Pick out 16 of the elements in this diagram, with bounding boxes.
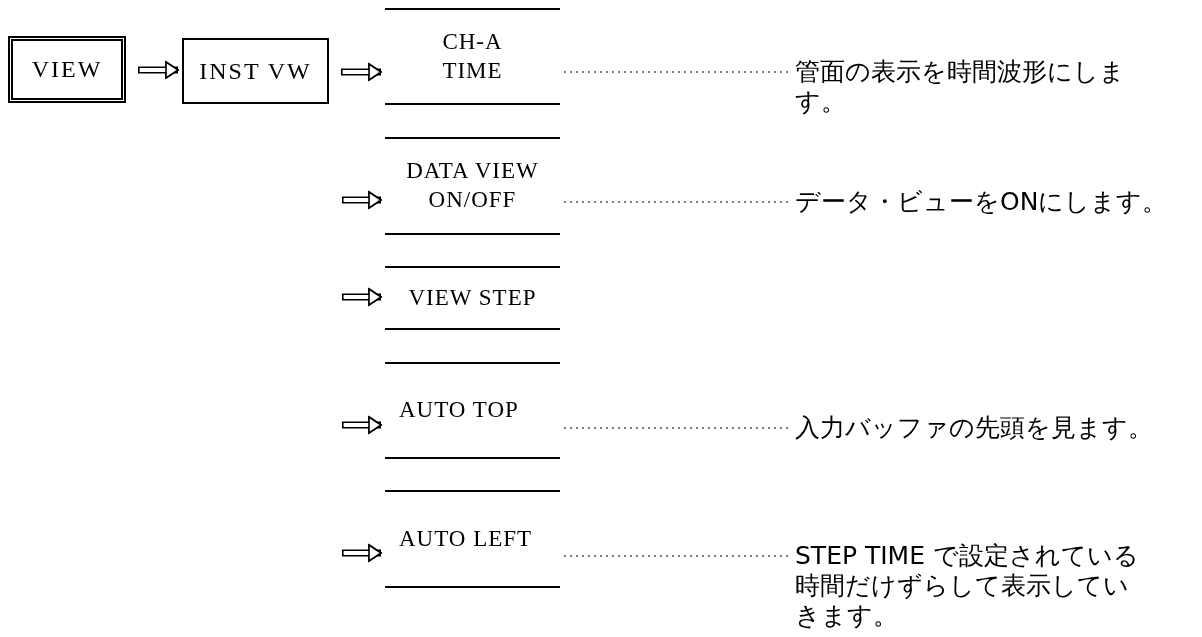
softkey-band [385,8,560,105]
description-text: 管面の表示を時間波形にします。 [795,57,1126,117]
softkey-band [385,490,560,588]
description-text: データ・ビューをONにします。 [795,187,1169,217]
softkey-band [385,266,560,330]
description-text: 入力バッファの先頭を見ます。 [795,413,1154,443]
key-box: INST VW [182,38,329,104]
softkey-label: AUTO TOP [399,396,519,425]
key-box: VIEW [8,36,126,103]
description-text: STEP TIME で設定されている時間だけずらして表示していきます。 [795,541,1140,631]
softkey-label: VIEW STEP [408,283,537,312]
softkey-band [385,137,560,235]
softkey-label: AUTO LEFT [399,524,533,553]
softkey-band [385,362,560,459]
softkey-label: CH-A TIME [441,27,504,85]
softkey-label: DATA VIEW ON/OFF [405,157,540,214]
